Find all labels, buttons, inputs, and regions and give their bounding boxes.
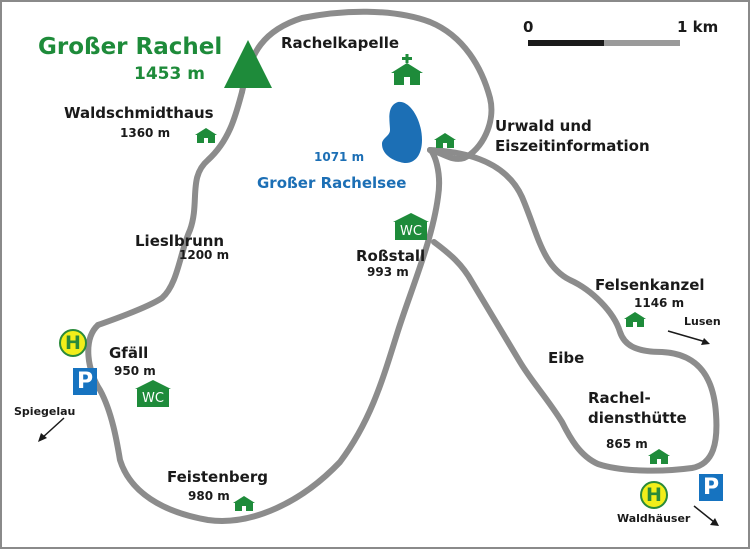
direction-lusen-label: Lusen	[684, 315, 721, 328]
toilet-label: WC	[400, 224, 422, 239]
toilet-icon: WC	[393, 213, 429, 240]
urwald-label-line2: Eiszeitinformation	[495, 137, 650, 155]
rachelkapelle-label: Rachelkapelle	[281, 34, 400, 52]
felsenkanzel-label: Felsenkanzel	[595, 276, 705, 294]
toilet-label: WC	[142, 391, 164, 406]
racheldiensthuette-elevation: 865 m	[606, 437, 648, 451]
hut-icon	[434, 133, 456, 148]
direction-arrow-icon	[38, 417, 65, 442]
parking-icon: P	[699, 474, 723, 501]
direction-arrow-icon	[693, 505, 719, 526]
hut-icon	[624, 312, 646, 327]
gfaell-label: Gfäll	[109, 344, 149, 362]
lake-icon	[382, 101, 422, 164]
hut-icon	[233, 496, 255, 511]
eibe-label: Eibe	[548, 349, 585, 367]
lieslbrunn-elevation: 1200 m	[179, 248, 230, 262]
gfaell-elevation: 950 m	[114, 364, 156, 378]
peak-name: Großer Rachel	[38, 34, 223, 60]
peak-elevation: 1453 m	[134, 64, 205, 84]
lake-label: Großer Rachelsee	[257, 174, 407, 192]
scale-bar	[528, 40, 680, 46]
felsenkanzel-elevation: 1146 m	[634, 296, 685, 310]
mountain-peak-icon	[224, 40, 272, 88]
rossstall-label: Roßstall	[356, 247, 426, 265]
lake-elevation: 1071 m	[314, 150, 365, 164]
trail-west-upper	[95, 89, 245, 328]
hut-icon	[195, 128, 217, 143]
scale-start-label: 0	[523, 18, 534, 36]
racheldiensthuette-label-line1: Rachel-	[588, 389, 651, 407]
direction-arrow-icon	[667, 330, 710, 345]
waldschmidthaus-label: Waldschmidthaus	[64, 104, 214, 122]
trail-east	[427, 147, 720, 474]
direction-spiegelau-label: Spiegelau	[14, 405, 76, 418]
lieslbrunn-label: Lieslbrunn	[135, 232, 225, 250]
racheldiensthuette-label-line2: diensthütte	[588, 409, 687, 427]
hut-icon	[648, 449, 670, 464]
scale-end-label: 1 km	[677, 18, 719, 36]
trail-north	[239, 8, 495, 162]
toilet-icon: WC	[135, 380, 171, 407]
feistenberg-label: Feistenberg	[167, 468, 268, 486]
direction-waldhaeuser-label: Waldhäuser	[617, 512, 691, 525]
chapel-icon	[391, 54, 423, 85]
urwald-label: Urwald und Eiszeitinformation	[495, 116, 650, 156]
rossstall-elevation: 993 m	[367, 265, 409, 279]
bus-stop-icon: H	[59, 329, 87, 357]
feistenberg-elevation: 980 m	[188, 489, 230, 503]
parking-icon: P	[73, 368, 97, 395]
racheldiensthuette-label: Rachel- diensthütte	[588, 388, 687, 428]
waldschmidthaus-elevation: 1360 m	[120, 126, 171, 140]
trail-west	[85, 147, 442, 524]
urwald-label-line1: Urwald und	[495, 117, 592, 135]
bus-stop-icon: H	[640, 481, 668, 509]
